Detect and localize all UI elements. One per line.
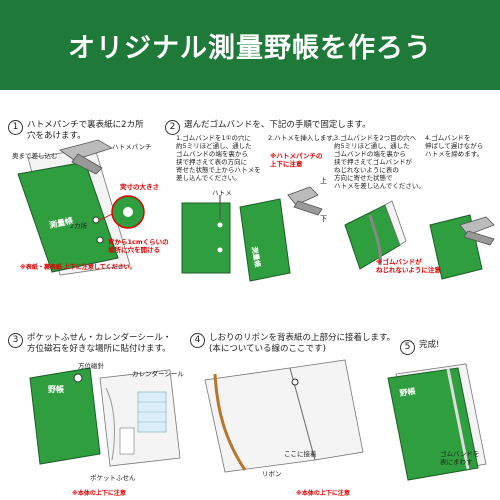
label-calendar: カレンダーシール — [132, 370, 184, 378]
step-3-heading: 3 ポケットふせん・カレンダーシール・方位磁石を好きな場所に貼付けます。 — [8, 333, 171, 355]
step-3-illustration: 野帳 — [29, 367, 181, 467]
label-hole-size: 実寸の大きさ — [120, 183, 159, 191]
label-compass: 方位磁針 — [78, 362, 104, 370]
page-title: オリジナル測量野帳を作ろう — [68, 32, 432, 64]
step-3-line1: ポケットふせん・カレンダーシール・ — [27, 333, 172, 343]
step-number: 2 — [165, 120, 180, 135]
step-1-line2: 穴をあけます。 — [27, 131, 86, 141]
step-5-heading: 5 完成! — [400, 340, 439, 355]
step-4-note: ※本体の上下に注意 — [296, 490, 350, 497]
step-4-illustration — [204, 359, 364, 473]
label-band: ゴムバンドを表にまわす — [440, 450, 480, 466]
note-twist: ※ゴムバンドがねじれないように注意 — [376, 258, 441, 274]
label-pocket: ポケットふせん — [90, 474, 136, 482]
step-3-line2: 方位磁石を好きな場所に貼付けます。 — [27, 344, 171, 354]
step-number: 5 — [400, 340, 415, 355]
step-2c: 3.ゴムバンドを2つ目の穴へ 約5ミリほど通し、通したゴムバンドの端を裏から 挟… — [334, 134, 425, 190]
note-punch: ※ハトメパンチの上下に注意 — [270, 152, 323, 168]
step-3-note: ※本体の上下に注意 — [72, 490, 126, 497]
title-banner: オリジナル測量野帳を作ろう — [0, 0, 500, 90]
step-2a: 1.ゴムバンドを1①の穴に 約5ミリほど通し、通したゴムバンドの端を裏から 挟で… — [176, 134, 261, 182]
step-1-line1: ハトメパンチで裏表紙に2カ所 — [27, 120, 144, 130]
step-4-line2: (本についている線のここです) — [209, 344, 326, 354]
step-number: 4 — [190, 333, 205, 348]
label-punch: ハトメパンチ — [112, 143, 152, 151]
label-top: 上 — [320, 176, 327, 185]
step-1-heading: 1 ハトメパンチで裏表紙に2カ所穴をあけます。 — [8, 120, 144, 142]
step-5-line1: 完成! — [419, 340, 440, 350]
book-back — [181, 202, 231, 274]
step-1-illustration: 測量帳 — [17, 139, 145, 276]
book-cover-text: 野帳 — [48, 384, 64, 394]
eyelet-punch-icon — [459, 216, 495, 246]
step-2-line1: 選んだゴムバンドを、下記の手順で固定します。 — [184, 120, 371, 130]
label-eyelet: ハトメ — [212, 189, 232, 197]
book-cover — [29, 367, 101, 465]
book-cover — [387, 367, 479, 481]
label-ribbon: リボン — [262, 470, 282, 478]
pocket-sticky — [119, 427, 135, 455]
step-4-line1: しおりのリボンを背表紙の上部分に接着します。 — [209, 333, 396, 343]
step-number: 1 — [8, 120, 23, 135]
eyelet-punch-icon — [59, 139, 113, 175]
label-glue: ここに接着 — [284, 450, 317, 458]
book-cover-text: 野帳 — [399, 386, 416, 398]
step-5-illustration: 野帳 — [387, 363, 487, 481]
label-fold: 奥まで差し込む — [12, 152, 58, 160]
book-cover-text: 測量帳 — [250, 246, 263, 268]
rubber-band — [368, 214, 382, 266]
label-bottom: 下 — [320, 215, 327, 223]
eyelet-punch-icon — [287, 186, 323, 216]
label-hole-pos-2: 場所に穴を開ける — [108, 246, 160, 254]
step-2-illustration: 測量帳 上 下 — [181, 176, 495, 282]
label-holes: 2カ所 — [70, 222, 88, 230]
book-cover-text: 測量帳 — [48, 215, 74, 230]
compass-icon — [73, 373, 83, 383]
step-number: 3 — [8, 333, 23, 348]
book-cover — [239, 198, 291, 282]
ribbon — [213, 373, 247, 471]
step-2b: 2.ハトメを挿入します。 — [268, 134, 339, 142]
rubber-band — [446, 368, 470, 470]
step-1-note: ※表紙・裏表紙 上下に注意してください。 — [20, 264, 136, 271]
book-cover — [17, 161, 119, 273]
label-hole-pos-1: 背から1cmくらいの — [108, 238, 169, 246]
step-2d: 4.ゴムバンドを 伸ばして遅けながらハトメを締めます。 — [425, 134, 484, 158]
step-2-heading: 2 選んだゴムバンドを、下記の手順で固定します。 — [165, 120, 371, 135]
step-4-heading: 4 しおりのリボンを背表紙の上部分に接着します。(本についている線のここです) — [190, 333, 395, 355]
